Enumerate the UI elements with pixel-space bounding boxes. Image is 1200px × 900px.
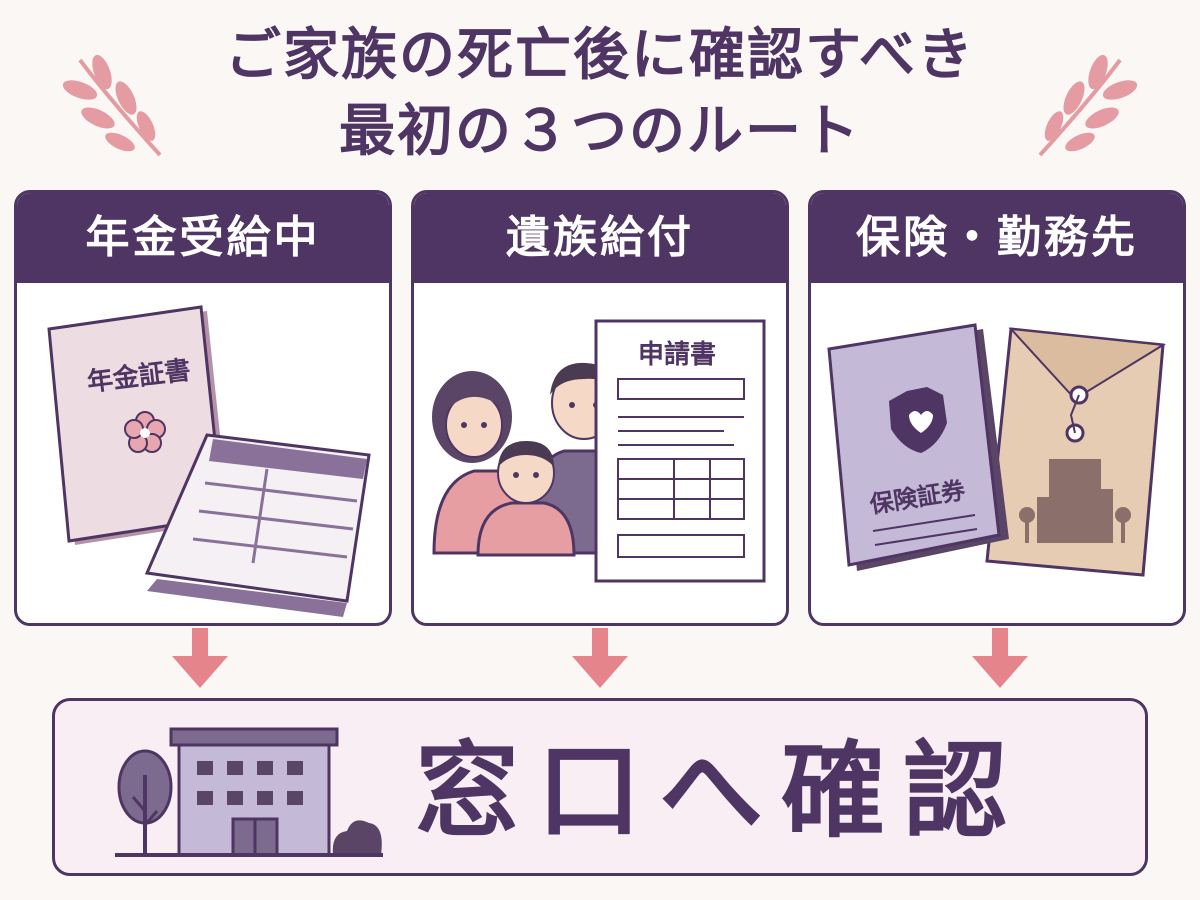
down-arrow-icon bbox=[972, 628, 1028, 688]
application-form-icon: 申請書 bbox=[594, 319, 766, 583]
destination-label: 窓口へ確認 bbox=[415, 730, 1026, 852]
insurance-policy-icon: 保険証券 bbox=[827, 323, 1009, 571]
title-line-2: 最初の３つのルート bbox=[339, 99, 861, 164]
route-header: 保険・勤務先 bbox=[811, 193, 1183, 283]
survivor-illustration: 申請書 bbox=[432, 319, 766, 583]
office-building-icon bbox=[115, 727, 383, 857]
office-building-icon bbox=[1019, 459, 1131, 543]
leaf-sprig-icon bbox=[1038, 54, 1138, 157]
destination-box: 窓口へ確認 bbox=[52, 698, 1148, 876]
bankbook-icon bbox=[144, 433, 371, 617]
down-arrow-icon bbox=[572, 628, 628, 688]
route-header: 年金受給中 bbox=[17, 193, 389, 283]
form-label: 申請書 bbox=[638, 339, 716, 370]
envelope-icon bbox=[985, 327, 1167, 577]
down-arrow-icon bbox=[172, 628, 228, 688]
sakura-icon bbox=[124, 411, 166, 453]
title-line-1: ご家族の死亡後に確認すべき bbox=[224, 23, 976, 88]
insurance-illustration: 保険証券 bbox=[827, 323, 1167, 577]
tree-icon bbox=[117, 749, 173, 855]
route-card-insurance-employer: 保険・勤務先 保険証券 bbox=[808, 190, 1186, 626]
route-card-survivor-benefits: 遺族給付 申請書 bbox=[411, 190, 789, 626]
route-card-pension: 年金受給中 年金証書 bbox=[14, 190, 392, 626]
leaf-sprig-icon bbox=[62, 54, 162, 157]
route-header: 遺族給付 bbox=[414, 193, 786, 283]
pension-illustration: 年金証書 bbox=[47, 305, 371, 617]
